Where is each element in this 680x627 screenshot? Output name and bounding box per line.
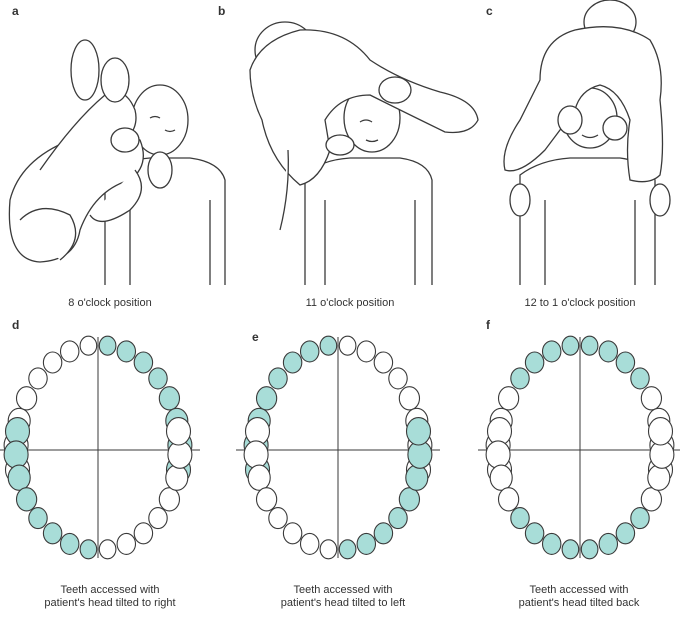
panel-e-midline-cross xyxy=(236,337,440,558)
panel-f-upper-tooth-11 xyxy=(615,351,636,374)
panel-d-midline-cross xyxy=(0,337,200,558)
panel-f-upper-tooth-10 xyxy=(598,340,619,363)
panel-d-caption-line2: patient's head tilted to right xyxy=(44,597,176,609)
panel-d-upper-tooth-7 xyxy=(59,340,80,363)
panel-f-lower-tooth-13 xyxy=(640,487,663,512)
panel-f-lower-tooth-16 xyxy=(647,417,674,446)
panel-d-lower-tooth-7 xyxy=(59,532,80,555)
panel-d-upper-tooth-10 xyxy=(116,340,137,363)
panel-a-letter: a xyxy=(12,4,19,18)
panel-f-upper-tooth-5 xyxy=(510,367,530,390)
panel-e-lower-tooth-11 xyxy=(373,522,394,545)
panel-e-letter: e xyxy=(252,330,259,344)
panel-e-upper-tooth-13 xyxy=(398,386,421,411)
panel-e-lower-tooth-10 xyxy=(356,532,377,555)
panel-e-caption-line1: Teeth accessed with xyxy=(293,584,393,596)
panel-f-upper-tooth-9 xyxy=(580,335,599,356)
panel-b-letter: b xyxy=(218,4,226,18)
panel-f-lower-tooth-2 xyxy=(485,440,511,469)
panel-f-upper-tooth-8 xyxy=(561,335,580,356)
panel-c-illustration xyxy=(503,0,671,285)
panel-f-lower-tooth-4 xyxy=(497,487,520,512)
panel-d-upper-tooth-13 xyxy=(158,386,181,411)
panel-f-letter: f xyxy=(486,318,490,332)
panel-f-lower-tooth-7 xyxy=(541,532,562,555)
panel-d-upper-tooth-6 xyxy=(42,351,63,374)
panel-d-upper-tooth-4 xyxy=(15,386,38,411)
panel-d-lower-tooth-6 xyxy=(42,522,63,545)
panel-e-lower-tooth-4 xyxy=(255,487,278,512)
panel-d-lower-tooth-13 xyxy=(158,487,181,512)
panel-e-lower-tooth-9 xyxy=(338,539,357,560)
panel-e-lower-tooth-14 xyxy=(405,464,429,491)
panel-d-lower-tooth-2 xyxy=(3,440,29,469)
panel-e-lower-tooth-3 xyxy=(247,464,271,491)
panel-f-upper-tooth-13 xyxy=(640,386,663,411)
panel-c-letter: c xyxy=(486,4,493,18)
panel-d-upper-tooth-8 xyxy=(79,335,98,356)
panel-f-lower-tooth-8 xyxy=(561,539,580,560)
panel-a-illustration xyxy=(8,39,226,285)
panel-a-caption: 8 o'clock position xyxy=(68,297,152,309)
panel-e-lower-tooth-2 xyxy=(243,440,269,469)
panel-d-lower-tooth-9 xyxy=(98,539,117,560)
panel-f-lower-tooth-5 xyxy=(510,507,530,530)
panel-e-upper-tooth-6 xyxy=(282,351,303,374)
panel-e-lower-tooth-16 xyxy=(405,417,432,446)
panel-f-upper-tooth-7 xyxy=(541,340,562,363)
panel-b-illustration xyxy=(249,21,479,285)
panel-d-upper-tooth-11 xyxy=(133,351,154,374)
panel-e-lower-tooth-7 xyxy=(299,532,320,555)
panel-f-midline-cross xyxy=(478,337,680,558)
panel-f-lower-tooth-10 xyxy=(598,532,619,555)
panel-d-lower-tooth-4 xyxy=(15,487,38,512)
panel-e-upper-tooth-5 xyxy=(268,367,288,390)
panel-e-upper-tooth-9 xyxy=(338,335,357,356)
panel-f-caption-line1: Teeth accessed with xyxy=(529,584,629,596)
panel-e-upper-tooth-4 xyxy=(255,386,278,411)
panel-b-caption: 11 o'clock position xyxy=(305,297,395,309)
panel-d-caption-line1: Teeth accessed with xyxy=(60,584,160,596)
panel-d-letter: d xyxy=(12,318,20,332)
panel-e-upper-tooth-12 xyxy=(388,367,408,390)
panel-d-lower-tooth-12 xyxy=(148,507,168,530)
panel-d-lower-tooth-11 xyxy=(133,522,154,545)
panel-f-upper-tooth-4 xyxy=(497,386,520,411)
panel-f-lower-tooth-12 xyxy=(630,507,650,530)
panel-d-upper-tooth-12 xyxy=(148,367,168,390)
panel-d-lower-tooth-5 xyxy=(28,507,48,530)
panel-d-upper-tooth-9 xyxy=(98,335,117,356)
panel-d-lower-tooth-8 xyxy=(79,539,98,560)
panel-e-lower-tooth-8 xyxy=(319,539,338,560)
panel-f-lower-tooth-11 xyxy=(615,522,636,545)
dental-arches xyxy=(0,335,680,560)
panel-e-lower-tooth-5 xyxy=(268,507,288,530)
panel-e-lower-tooth-6 xyxy=(282,522,303,545)
panel-d-caption: Teeth accessed with patient's head tilte… xyxy=(10,584,210,610)
panel-e-upper-tooth-7 xyxy=(299,340,320,363)
panel-f-caption: Teeth accessed with patient's head tilte… xyxy=(478,584,680,610)
panel-f-lower-tooth-6 xyxy=(524,522,545,545)
panel-e-caption: Teeth accessed with patient's head tilte… xyxy=(238,584,448,610)
panel-e-upper-tooth-11 xyxy=(373,351,394,374)
panel-d-lower-tooth-16 xyxy=(165,417,192,446)
panel-d-lower-tooth-14 xyxy=(165,464,189,491)
panel-d-upper-tooth-5 xyxy=(28,367,48,390)
panel-f-lower-tooth-9 xyxy=(580,539,599,560)
panel-f-lower-tooth-14 xyxy=(647,464,671,491)
panel-e-upper-tooth-8 xyxy=(319,335,338,356)
panel-f-upper-tooth-12 xyxy=(630,367,650,390)
panel-d-lower-tooth-10 xyxy=(116,532,137,555)
panel-e-lower-tooth-13 xyxy=(398,487,421,512)
panel-e-upper-tooth-10 xyxy=(356,340,377,363)
panel-f-lower-tooth-3 xyxy=(489,464,513,491)
panel-f-caption-line2: patient's head tilted back xyxy=(518,597,640,609)
panel-d-lower-tooth-3 xyxy=(7,464,31,491)
panel-e-caption-line2: patient's head tilted to left xyxy=(280,597,406,609)
panel-c-caption: 12 to 1 o'clock position xyxy=(524,297,636,309)
panel-f-upper-tooth-6 xyxy=(524,351,545,374)
panel-e-lower-tooth-12 xyxy=(388,507,408,530)
